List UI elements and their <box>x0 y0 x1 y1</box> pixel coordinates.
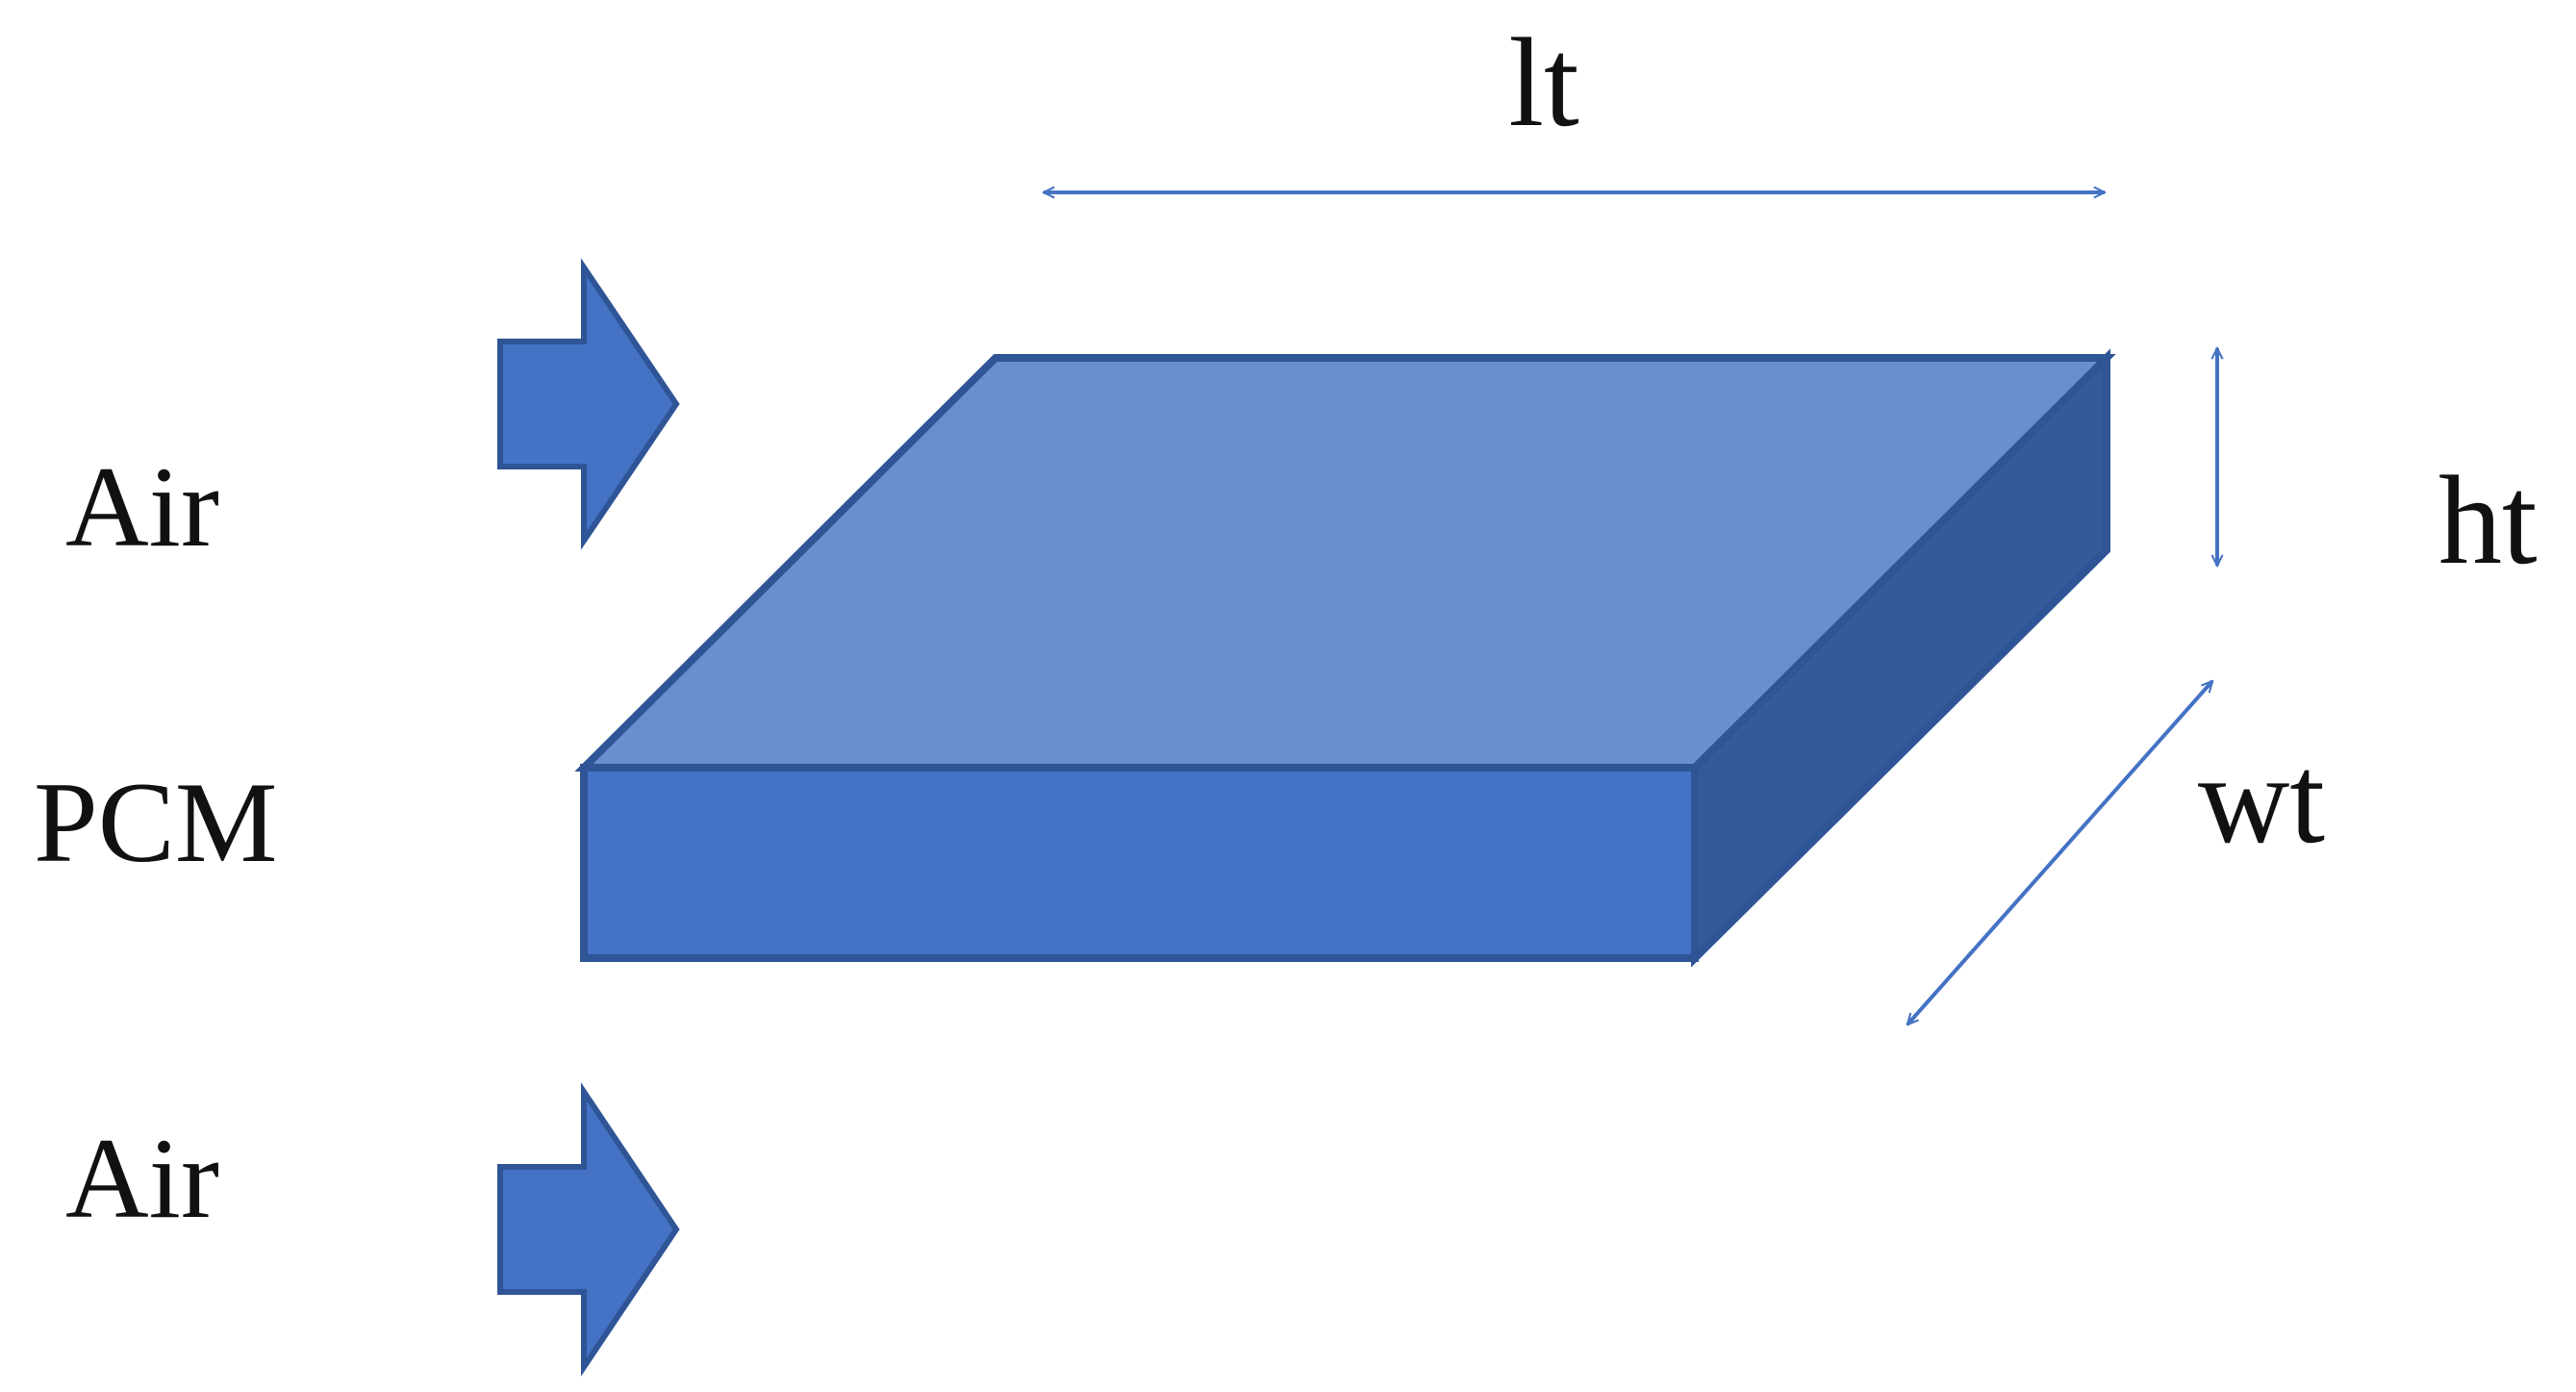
air-flow-top-arrow-icon <box>497 258 680 550</box>
pcm-slab <box>574 348 2116 968</box>
length-label: lt <box>1508 12 1578 153</box>
air-bottom-label: Air <box>65 1114 219 1242</box>
height-label: ht <box>2438 449 2538 591</box>
slab-front-face <box>580 764 1699 962</box>
width-label: wt <box>2198 728 2325 870</box>
air-flow-bottom-arrow-icon <box>497 1082 680 1377</box>
air-top-label: Air <box>65 443 219 570</box>
width-dimension-arrow-icon <box>1907 681 2212 1025</box>
pcm-label: PCM <box>34 758 277 886</box>
